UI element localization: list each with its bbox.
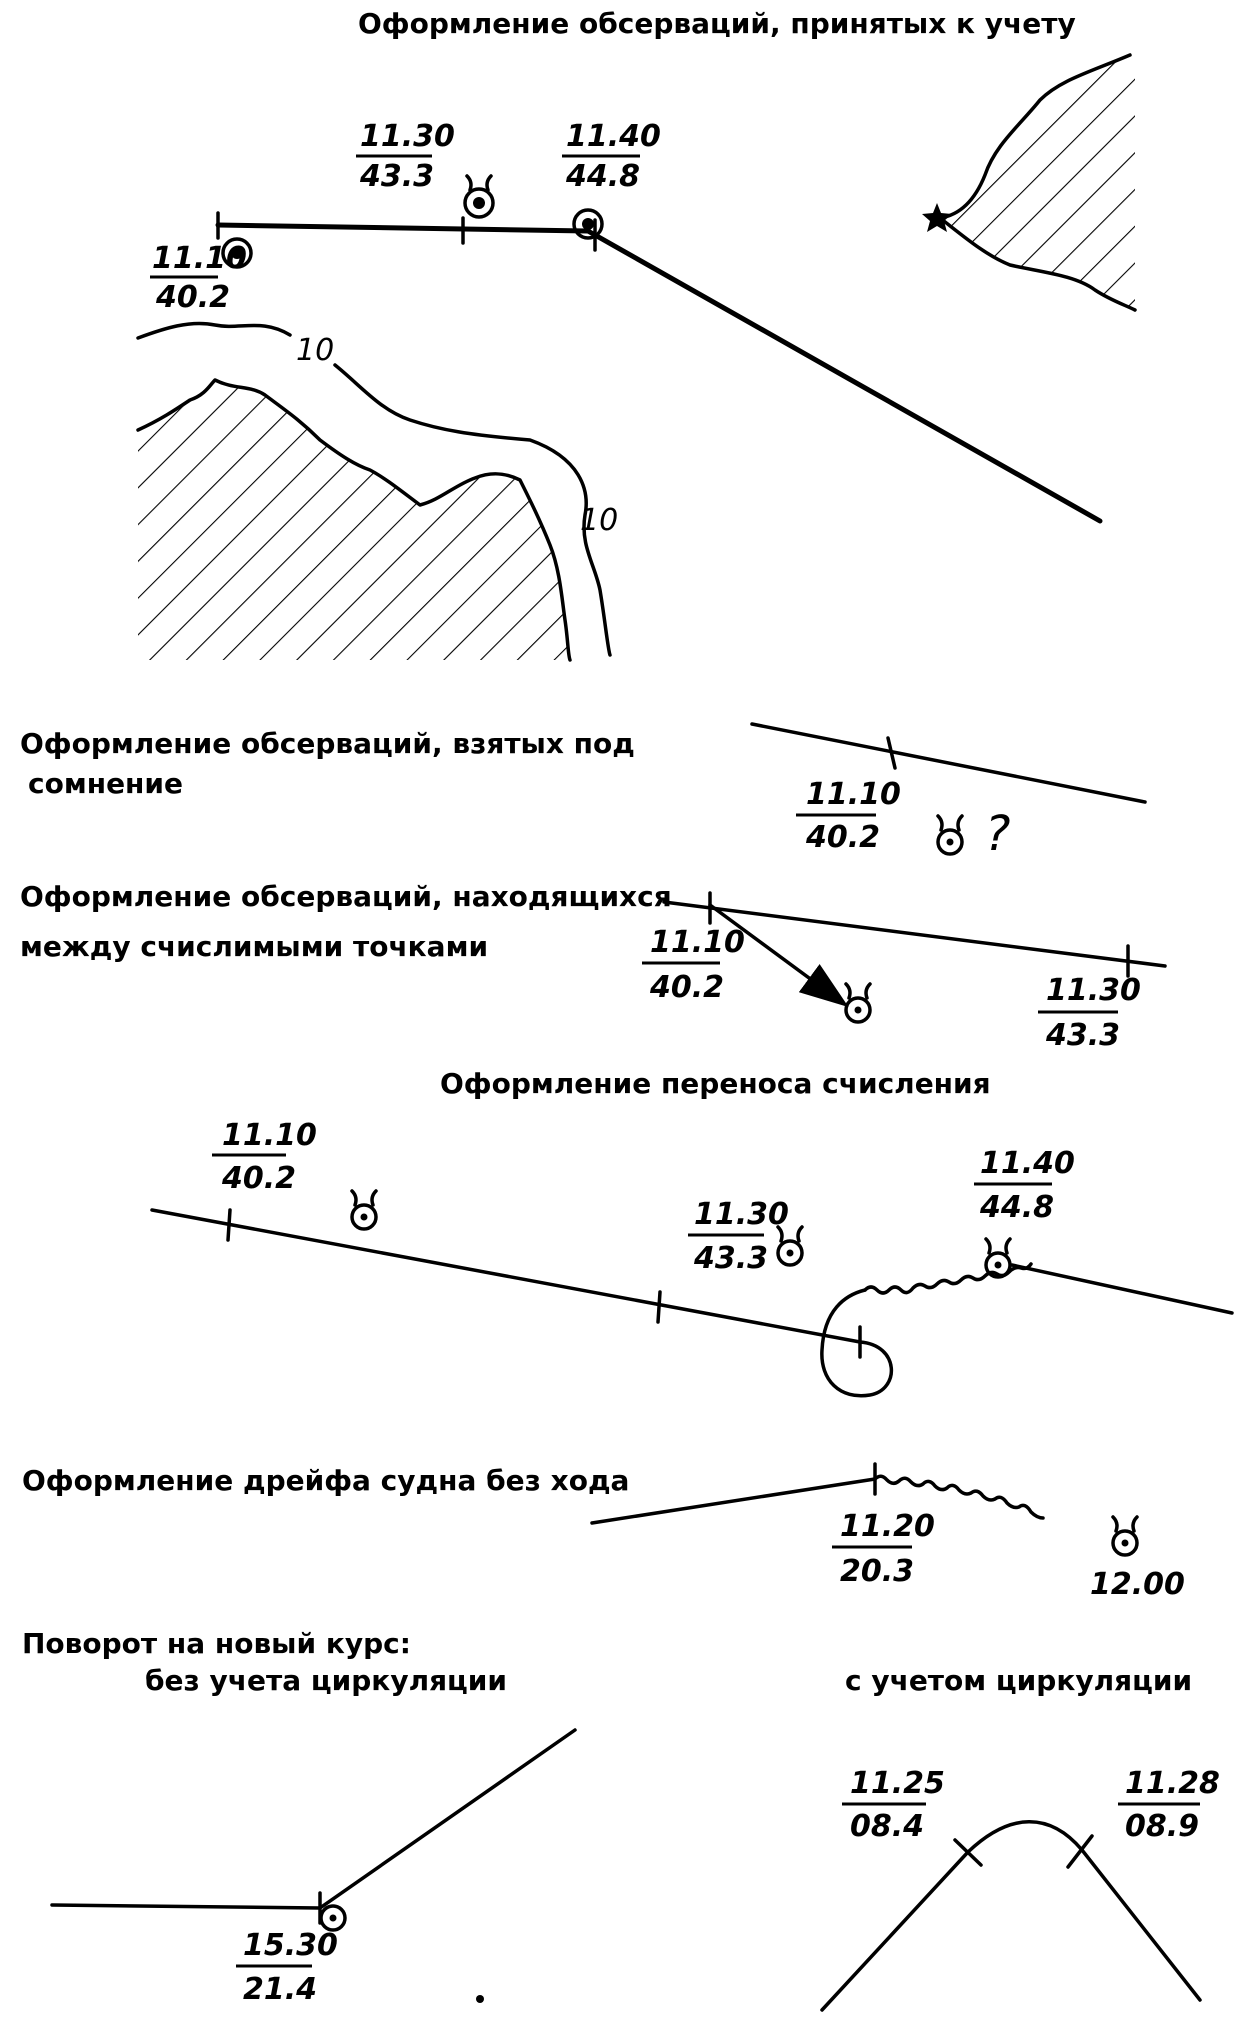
svg-text:11.28: 11.28	[1125, 1766, 1220, 1801]
section-accepted-title: Оформление обсерваций, принятых к учету	[358, 7, 1076, 40]
label-c1: 11.10 40.2	[642, 925, 745, 1005]
turn-right-caption: с учетом циркуляции	[845, 1664, 1192, 1697]
section-accepted: Оформление обсерваций, принятых к учету …	[136, 7, 1137, 662]
svg-text:15.30: 15.30	[243, 1928, 338, 1963]
course-line-turn-sharp	[50, 1728, 577, 1910]
svg-text:40.2: 40.2	[155, 280, 230, 315]
landmark-star-icon	[922, 203, 952, 232]
drift-wavy-line	[873, 1474, 1045, 1520]
drift-end-time: 12.00	[1090, 1567, 1185, 1602]
svg-text:11.25: 11.25	[850, 1766, 945, 1801]
svg-text:11.30: 11.30	[694, 1197, 789, 1232]
svg-text:43.3: 43.3	[1045, 1018, 1120, 1053]
svg-text:43.3: 43.3	[693, 1241, 768, 1276]
section-between-title-line1: Оформление обсерваций, находящихся	[20, 880, 672, 913]
observation-horns-icon	[463, 174, 495, 219]
label-c2: 11.30 43.3	[1038, 973, 1141, 1053]
svg-text:11.40: 11.40	[980, 1146, 1075, 1181]
svg-text:21.4: 21.4	[243, 1972, 317, 2007]
section-doubtful-title-line1: Оформление обсерваций, взятых под	[20, 727, 635, 760]
svg-text:11.40: 11.40	[566, 119, 661, 154]
svg-text:40.2: 40.2	[805, 820, 880, 855]
tick-mark	[953, 1838, 983, 1867]
observation-doubtful-icon	[936, 814, 964, 856]
course-line-doubtful	[750, 722, 1147, 804]
observation-point-icon	[319, 1904, 347, 1932]
section-turn-title: Поворот на новый курс:	[22, 1627, 411, 1660]
section-between: Оформление обсерваций, находящихся между…	[20, 880, 1167, 1053]
section-drift: Оформление дрейфа судна без хода 11.20 2…	[22, 1462, 1185, 1602]
svg-text:44.8: 44.8	[979, 1190, 1054, 1225]
section-doubtful: Оформление обсерваций, взятых под сомнен…	[20, 722, 1147, 862]
tick-mark	[226, 1208, 232, 1242]
label-d2: 11.30 43.3	[688, 1197, 789, 1276]
svg-text:11.10: 11.10	[152, 241, 247, 276]
svg-text:11.30: 11.30	[360, 119, 455, 154]
section-transfer: Оформление переноса счисления 11.10 40.2…	[150, 1067, 1234, 1398]
observation-horns-icon	[844, 982, 872, 1024]
observation-horns-icon	[1111, 1515, 1139, 1557]
observation-horns-icon	[350, 1189, 378, 1231]
label-g2: 11.28 08.9	[1118, 1766, 1220, 1844]
tick-mark	[886, 736, 897, 770]
svg-text:20.3: 20.3	[840, 1554, 914, 1589]
label-b: 11.10 40.2	[796, 777, 901, 855]
label-g1: 11.25 08.4	[842, 1766, 945, 1844]
label-d3: 11.40 44.8	[974, 1146, 1075, 1225]
wavy-transfer-line	[863, 1262, 1033, 1295]
course-line-turn-curved	[820, 1820, 1202, 2012]
course-line-transfer	[150, 1208, 862, 1344]
section-between-title-line2: между счислимыми точками	[20, 930, 488, 963]
label-d1: 11.10 40.2	[212, 1118, 317, 1196]
svg-text:11.20: 11.20	[840, 1509, 935, 1544]
label-e1: 11.20 20.3	[832, 1509, 935, 1589]
svg-text:08.9: 08.9	[1125, 1809, 1199, 1844]
svg-text:44.8: 44.8	[565, 159, 640, 194]
section-turn: Поворот на новый курс: без учета циркуля…	[22, 1627, 1220, 2012]
label-a2: 11.30 43.3	[356, 119, 455, 194]
svg-text:40.2: 40.2	[221, 1161, 296, 1196]
depth-contour-line	[136, 321, 292, 340]
svg-text:11.10: 11.10	[806, 777, 901, 812]
land-area-top-right	[938, 53, 1137, 312]
observation-horns-icon	[984, 1237, 1012, 1279]
course-line-transfer-new	[1010, 1263, 1234, 1315]
svg-text:11.10: 11.10	[650, 925, 745, 960]
section-transfer-title: Оформление переноса счисления	[440, 1067, 991, 1100]
section-drift-title: Оформление дрейфа судна без хода	[22, 1464, 629, 1497]
depth-label: 10	[580, 503, 618, 538]
svg-text:40.2: 40.2	[649, 970, 724, 1005]
turn-left-caption: без учета циркуляции	[145, 1664, 507, 1697]
depth-contour-line	[333, 363, 612, 657]
svg-text:11.10: 11.10	[222, 1118, 317, 1153]
svg-text:11.30: 11.30	[1046, 973, 1141, 1008]
depth-label: 10	[296, 333, 334, 368]
circulation-loop	[820, 1288, 894, 1398]
label-a1: 11.10 40.2	[150, 241, 247, 315]
tick-mark	[1066, 1834, 1094, 1869]
land-area-bottom-left	[136, 378, 572, 662]
course-line-accepted	[215, 222, 1103, 524]
observation-horns-icon	[776, 1225, 804, 1267]
svg-text:43.3: 43.3	[359, 159, 434, 194]
observation-arrow	[708, 903, 849, 1008]
label-a3: 11.40 44.8	[562, 119, 661, 194]
section-doubtful-title-line2: сомнение	[28, 767, 183, 800]
dot	[476, 1995, 484, 2003]
doubt-question-mark: ?	[985, 806, 1010, 862]
svg-text:08.4: 08.4	[850, 1809, 924, 1844]
label-f: 15.30 21.4	[236, 1928, 338, 2007]
course-line-between	[662, 900, 1167, 968]
course-line-drift	[590, 1477, 877, 1525]
tick-mark	[656, 1290, 662, 1324]
